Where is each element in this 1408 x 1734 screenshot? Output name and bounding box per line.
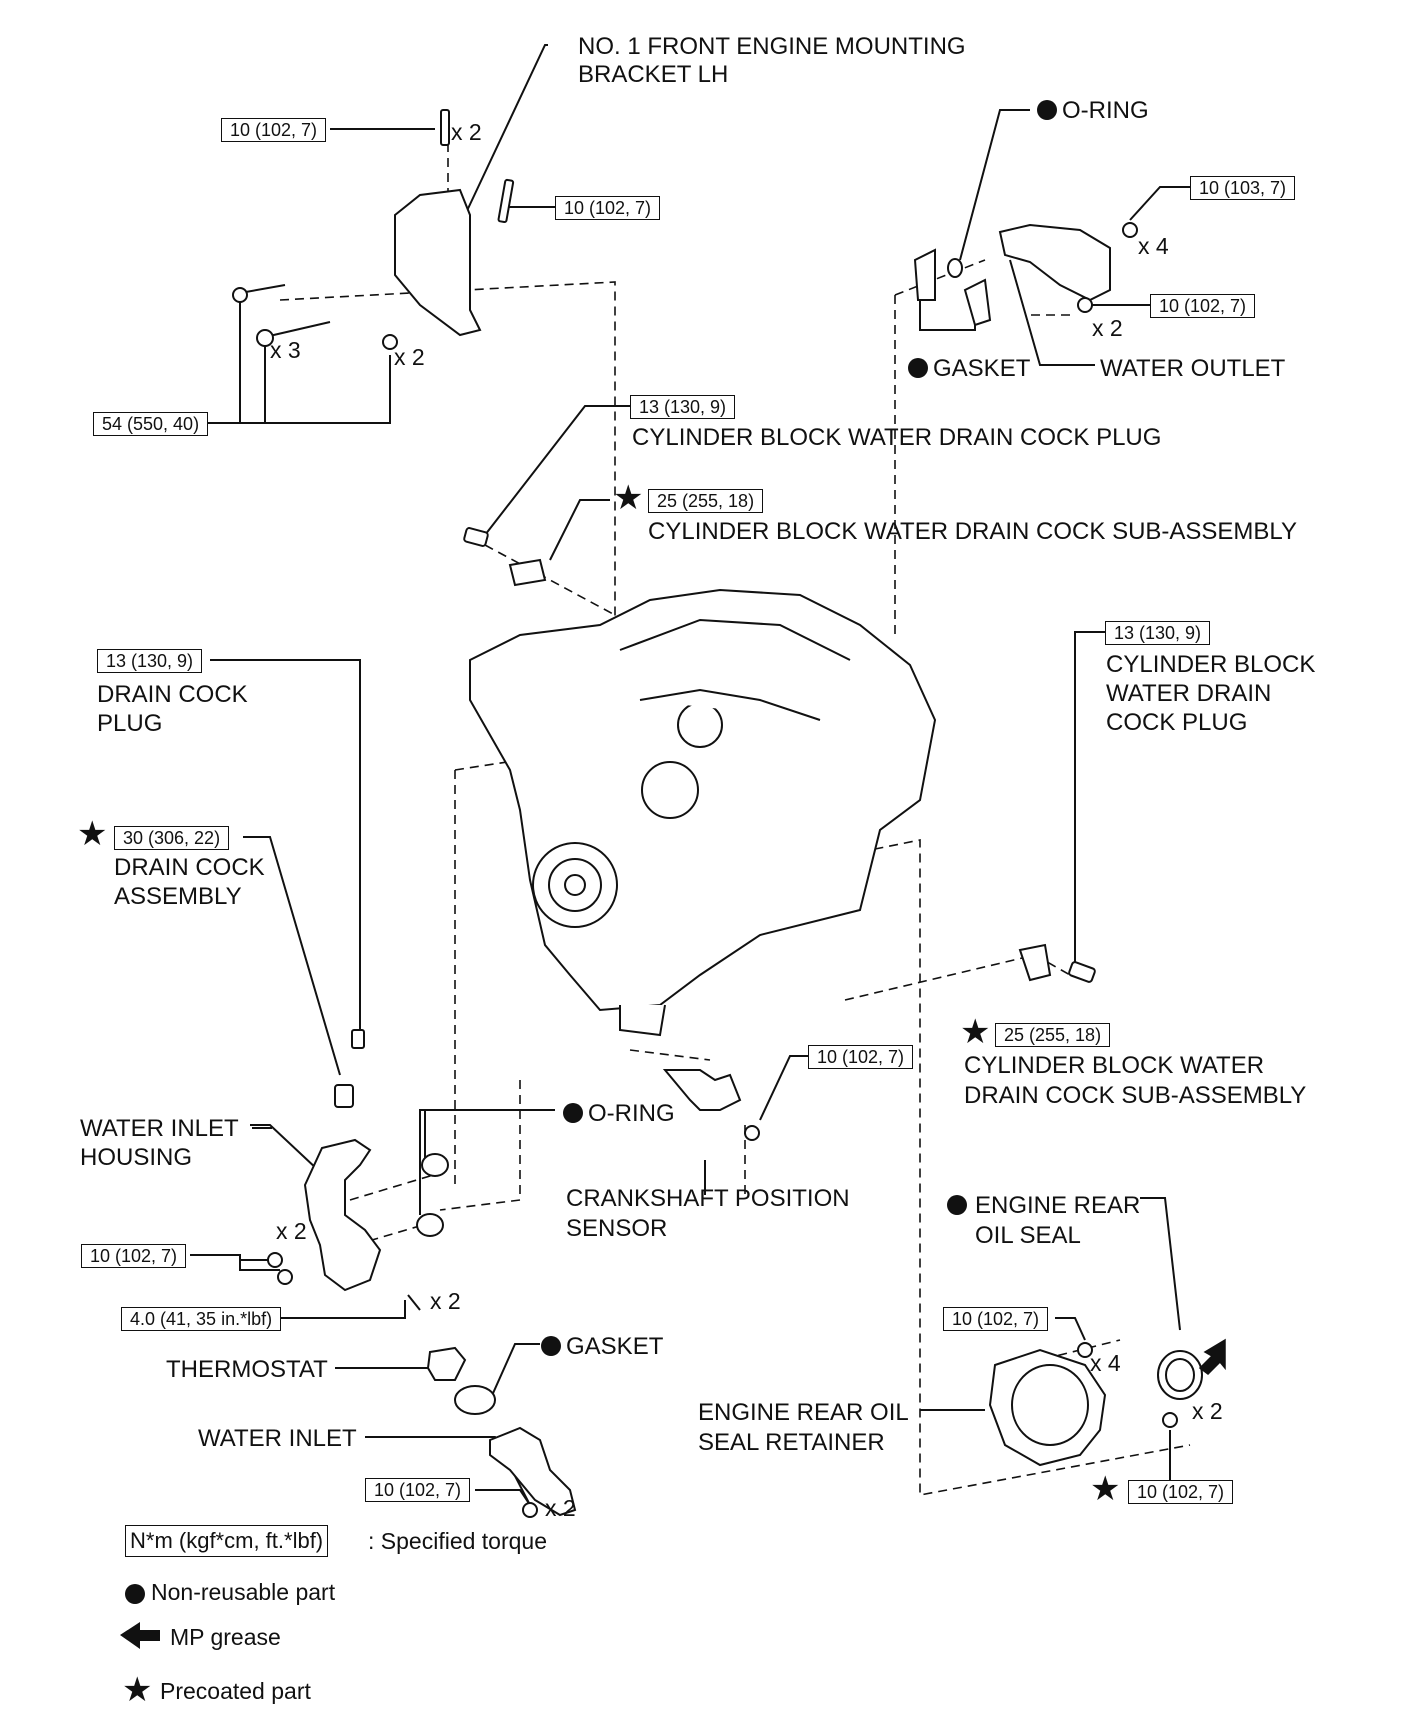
label-crankshaft-sensor: CRANKSHAFT POSITION (566, 1185, 850, 1212)
torque-box: 30 (306, 22) (114, 826, 230, 850)
quantity-label: x 2 (1092, 315, 1123, 341)
label-water-inlet-housing-line2: HOUSING (80, 1144, 193, 1171)
nonreusable-dot-icon (563, 1103, 583, 1123)
torque-box: 10 (102, 7) (1150, 294, 1256, 318)
label-plug-right-line3: COCK PLUG (1106, 709, 1248, 736)
torque-box: 10 (102, 7) (221, 118, 327, 142)
torque-box: 4.0 (41, 35 in.*lbf) (121, 1307, 282, 1331)
quantity-label: x 2 (394, 344, 425, 370)
label-subassy-right-line2: DRAIN COCK SUB-ASSEMBLY (964, 1082, 1307, 1109)
precoated-star-icon: ★ (1090, 1470, 1121, 1508)
legend-nonreusable: Non-reusable part (151, 1579, 336, 1605)
quantity-label: x 2 (430, 1288, 461, 1314)
nonreusable-dot-icon (908, 358, 928, 378)
torque-box: 10 (102, 7) (365, 1478, 471, 1502)
label-plug-right: CYLINDER BLOCK (1106, 651, 1316, 678)
legend-torque-box: N*m (kgf*cm, ft.*lbf) (125, 1525, 329, 1557)
torque-box: 13 (130, 9) (1105, 621, 1211, 645)
label-oring-mid: O-RING (588, 1100, 675, 1127)
torque-box: 10 (103, 7) (1190, 176, 1296, 200)
legend-precoated: Precoated part (160, 1678, 311, 1704)
label-drain-cock-assembly: DRAIN COCK (114, 854, 265, 881)
label-water-inlet: WATER INLET (198, 1425, 357, 1452)
quantity-label: x 4 (1138, 233, 1169, 259)
legend-grease: MP grease (170, 1624, 281, 1650)
label-drain-cock-plug-line2: PLUG (97, 710, 163, 737)
precoated-star-icon: ★ (122, 1671, 153, 1709)
quantity-label: x 2 (451, 119, 482, 145)
quantity-label: x 4 (1090, 1350, 1121, 1376)
label-gasket-top: GASKET (933, 355, 1031, 382)
torque-box: 10 (102, 7) (555, 196, 661, 220)
label-drain-cock-subassy-top: CYLINDER BLOCK WATER DRAIN COCK SUB-ASSE… (648, 518, 1298, 545)
nonreusable-dot-icon (947, 1195, 967, 1215)
label-drain-cock-plug-top: CYLINDER BLOCK WATER DRAIN COCK PLUG (632, 424, 1162, 451)
torque-box: 25 (255, 18) (995, 1023, 1111, 1047)
label-water-outlet: WATER OUTLET (1100, 355, 1286, 382)
label-crankshaft-sensor-line2: SENSOR (566, 1215, 668, 1242)
torque-box: 25 (255, 18) (648, 489, 764, 513)
torque-box: 13 (130, 9) (97, 649, 203, 673)
quantity-label: x 3 (270, 337, 301, 363)
label-rear-oil-seal: ENGINE REAR (975, 1192, 1141, 1219)
label-thermostat: THERMOSTAT (166, 1356, 328, 1383)
label-gasket-low: GASKET (566, 1333, 664, 1360)
label-bracket-line2: BRACKET LH (578, 61, 729, 88)
precoated-star-icon: ★ (77, 815, 108, 853)
quantity-label: x 2 (1192, 1398, 1223, 1424)
torque-box: 10 (102, 7) (81, 1244, 187, 1268)
label-rear-oil-seal-retainer: ENGINE REAR OIL (698, 1399, 909, 1426)
torque-box: 10 (102, 7) (943, 1307, 1049, 1331)
nonreusable-dot-icon (125, 1584, 145, 1604)
label-subassy-right: CYLINDER BLOCK WATER (964, 1052, 1265, 1079)
quantity-label: x 2 (545, 1495, 576, 1521)
torque-box: 10 (102, 7) (1128, 1480, 1234, 1504)
label-rear-oil-seal-retainer-line2: SEAL RETAINER (698, 1429, 885, 1456)
nonreusable-dot-icon (541, 1336, 561, 1356)
label-rear-oil-seal-line2: OIL SEAL (975, 1222, 1081, 1249)
label-oring-top: O-RING (1062, 97, 1149, 124)
label-water-inlet-housing: WATER INLET (80, 1115, 239, 1142)
precoated-star-icon: ★ (960, 1013, 991, 1051)
precoated-star-icon: ★ (613, 479, 644, 517)
torque-box: 54 (550, 40) (93, 412, 209, 436)
label-plug-right-line2: WATER DRAIN (1106, 680, 1272, 707)
legend-torque-text: : Specified torque (368, 1528, 548, 1554)
nonreusable-dot-icon (1037, 100, 1057, 120)
label-drain-cock-assembly-line2: ASSEMBLY (114, 883, 242, 910)
label-drain-cock-plug: DRAIN COCK (97, 681, 248, 708)
label-bracket: NO. 1 FRONT ENGINE MOUNTING (578, 33, 966, 60)
quantity-label: x 2 (276, 1218, 307, 1244)
torque-box: 10 (102, 7) (808, 1045, 914, 1069)
torque-box: 13 (130, 9) (630, 395, 736, 419)
